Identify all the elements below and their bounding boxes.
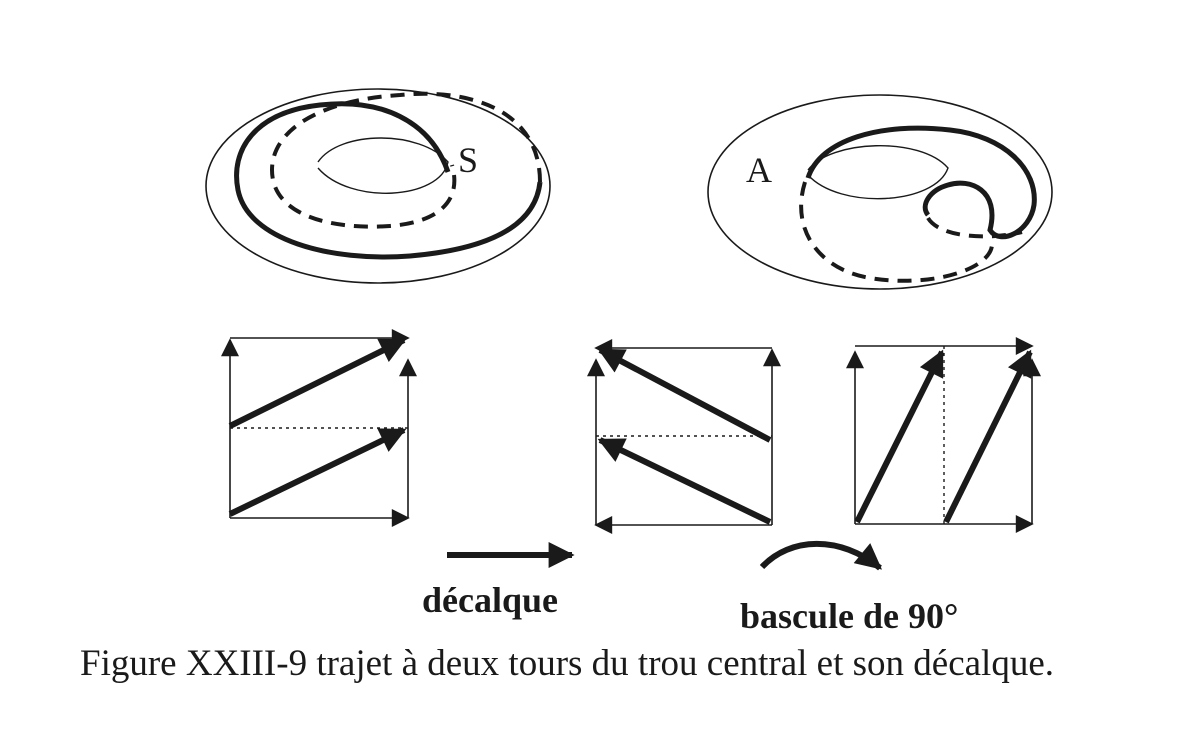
flip-arrow	[759, 540, 883, 571]
torus-left-label: S	[458, 140, 478, 180]
tracing-label: décalque	[422, 580, 558, 620]
torus-right-solid-path	[805, 125, 1037, 240]
torus-left-solid-path	[234, 101, 543, 260]
torus-left: S	[205, 88, 551, 284]
flip-label: bascule de 90°	[740, 596, 958, 636]
square-1-path-arrow-lower	[228, 427, 407, 517]
torus-left-dashed-path	[269, 91, 542, 229]
torus-right: A	[707, 94, 1053, 290]
torus-right-outline	[707, 94, 1053, 290]
torus-right-dashed-path	[799, 181, 1023, 283]
square-1-path-arrow-upper	[228, 337, 407, 429]
torus-left-hole	[317, 137, 449, 194]
square-2-path-arrow-lower	[597, 437, 772, 525]
square-2	[587, 339, 781, 534]
square-1	[221, 329, 417, 527]
torus-right-label: A	[746, 150, 772, 190]
square-3-path-arrow-right	[943, 349, 1033, 524]
square-3	[846, 337, 1041, 533]
torus-left-outline	[205, 88, 551, 284]
torus-right-hole	[807, 145, 949, 200]
figure-caption: Figure XXIII-9 trajet à deux tours du tr…	[80, 643, 1054, 684]
square-3-path-arrow-left	[854, 349, 945, 524]
square-2-path-arrow-upper	[597, 347, 772, 443]
